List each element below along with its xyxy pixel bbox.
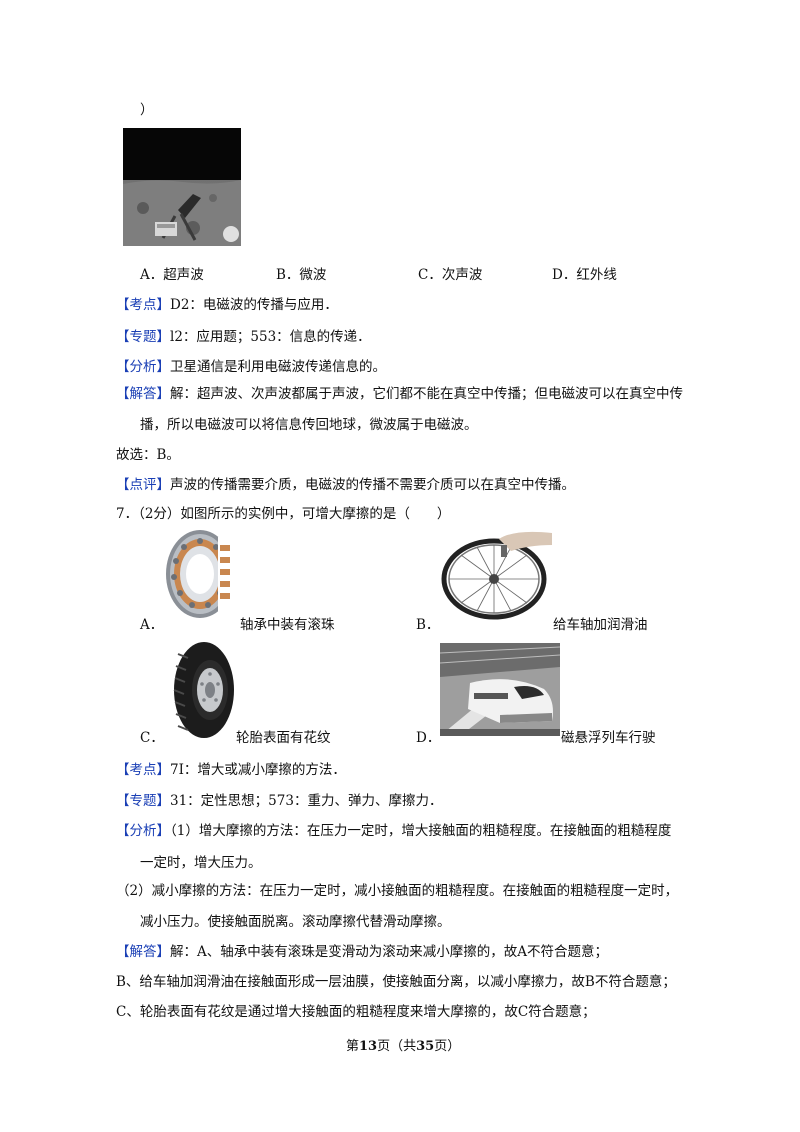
fenxi-tag: 【分析】 [116, 823, 170, 839]
jieda-tag: 【解答】 [116, 944, 170, 960]
q7-option-a-caption: 轴承中装有滚珠 [240, 617, 335, 633]
q7-option-b-letter: B． [416, 617, 440, 633]
zhuanti-tag: 【专题】 [116, 793, 170, 809]
q6-dianping: 【点评】声波的传播需要介质，电磁波的传播不需要介质可以在真空中传播。 [116, 473, 575, 493]
q7-option-d-letter: D． [416, 730, 441, 746]
q7-option-b-caption: 给车轴加润滑油 [553, 617, 648, 633]
q7-jieda-line2: B、给车轴加润滑油在接触面形成一层油膜，使接触面分离，以减小摩擦力，故B不符合题… [116, 974, 676, 990]
q7-option-c-letter: C． [140, 730, 164, 746]
q7-jieda: 【解答】解：A、轴承中装有滚珠是变滑动为滚动来减小摩擦的，故A不符合题意； [116, 940, 608, 960]
jieda-text-line1: 解：超声波、次声波都属于声波，它们都不能在真空中传播；但电磁波可以在真空中传 [170, 386, 683, 402]
q7-fenxi-line2: 一定时，增大压力。 [140, 855, 262, 871]
footer-page-number: 13 [359, 1039, 378, 1054]
footer-suffix: 页） [434, 1039, 461, 1054]
q6-jieda: 【解答】解：超声波、次声波都属于声波，它们都不能在真空中传播；但电磁波可以在真空… [116, 382, 683, 402]
kaodian-text: D2：电磁波的传播与应用． [170, 297, 338, 313]
footer-middle: 页（共 [377, 1039, 417, 1054]
q7-kaodian: 【考点】7I：增大或减小摩擦的方法． [116, 758, 346, 778]
kaodian-text: 7I：增大或减小摩擦的方法． [170, 762, 346, 778]
q6-kaodian: 【考点】D2：电磁波的传播与应用． [116, 293, 338, 313]
q6-fenxi: 【分析】卫星通信是利用电磁波传递信息的。 [116, 355, 386, 375]
q6-answer: 故选：B。 [116, 447, 180, 463]
q7-option-a-letter: A． [140, 617, 164, 633]
kaodian-tag: 【考点】 [116, 297, 170, 313]
paren-close: ） [140, 102, 154, 118]
q7-option-c-caption: 轮胎表面有花纹 [236, 730, 331, 746]
q6-option-a: A．超声波 [140, 267, 204, 283]
zhuanti-text: l2：应用题；553：信息的传递． [170, 329, 371, 345]
tire-picture [168, 640, 236, 740]
q7-fenxi-line3: （2）减小摩擦的方法：在压力一定时，减小接触面的粗糙程度。在接触面的粗糙程度一定… [116, 883, 679, 899]
q7-zhuanti: 【专题】31：定性思想；573：重力、弹力、摩擦力． [116, 789, 442, 809]
jieda-tag: 【解答】 [116, 386, 170, 402]
q6-option-d: D．红外线 [552, 267, 617, 283]
q7-fenxi: 【分析】（1）增大摩擦的方法：在压力一定时，增大接触面的粗糙程度。在接触面的粗糙… [116, 819, 671, 839]
dianping-text: 声波的传播需要介质，电磁波的传播不需要介质可以在真空中传播。 [170, 477, 575, 493]
fenxi-text: 卫星通信是利用电磁波传递信息的。 [170, 359, 386, 375]
q6-option-c: C．次声波 [418, 267, 483, 283]
q7-stem: 7．（2分）如图所示的实例中，可增大摩擦的是（ ） [116, 506, 451, 522]
kaodian-tag: 【考点】 [116, 762, 170, 778]
q6-zhuanti: 【专题】l2：应用题；553：信息的传递． [116, 325, 371, 345]
bicycle-wheel-picture [439, 527, 552, 622]
q6-jieda-line2: 播，所以电磁波可以将信息传回地球，微波属于电磁波。 [140, 417, 478, 433]
q6-option-b: B．微波 [276, 267, 327, 283]
q7-fenxi-line4: 减小压力。使接触面脱离。滚动摩擦代替滑动摩擦。 [140, 914, 451, 930]
footer-total-pages: 35 [416, 1039, 435, 1054]
page-footer: 第13页（共35页） [346, 1035, 460, 1054]
moon-surface-photo [123, 128, 241, 246]
q7-option-d-caption: 磁悬浮列车行驶 [561, 730, 656, 746]
zhuanti-tag: 【专题】 [116, 329, 170, 345]
fenxi-tag: 【分析】 [116, 359, 170, 375]
footer-prefix: 第 [346, 1039, 360, 1054]
jieda-text-line1: 解：A、轴承中装有滚珠是变滑动为滚动来减小摩擦的，故A不符合题意； [170, 944, 608, 960]
maglev-train-picture [440, 643, 560, 736]
bearing-picture [160, 527, 238, 622]
fenxi-text-line1: （1）增大摩擦的方法：在压力一定时，增大接触面的粗糙程度。在接触面的粗糙程度 [170, 823, 672, 839]
q7-jieda-line3: C、轮胎表面有花纹是通过增大接触面的粗糙程度来增大摩擦的，故C符合题意； [116, 1004, 596, 1020]
zhuanti-text: 31：定性思想；573：重力、弹力、摩擦力． [170, 793, 443, 809]
dianping-tag: 【点评】 [116, 477, 170, 493]
